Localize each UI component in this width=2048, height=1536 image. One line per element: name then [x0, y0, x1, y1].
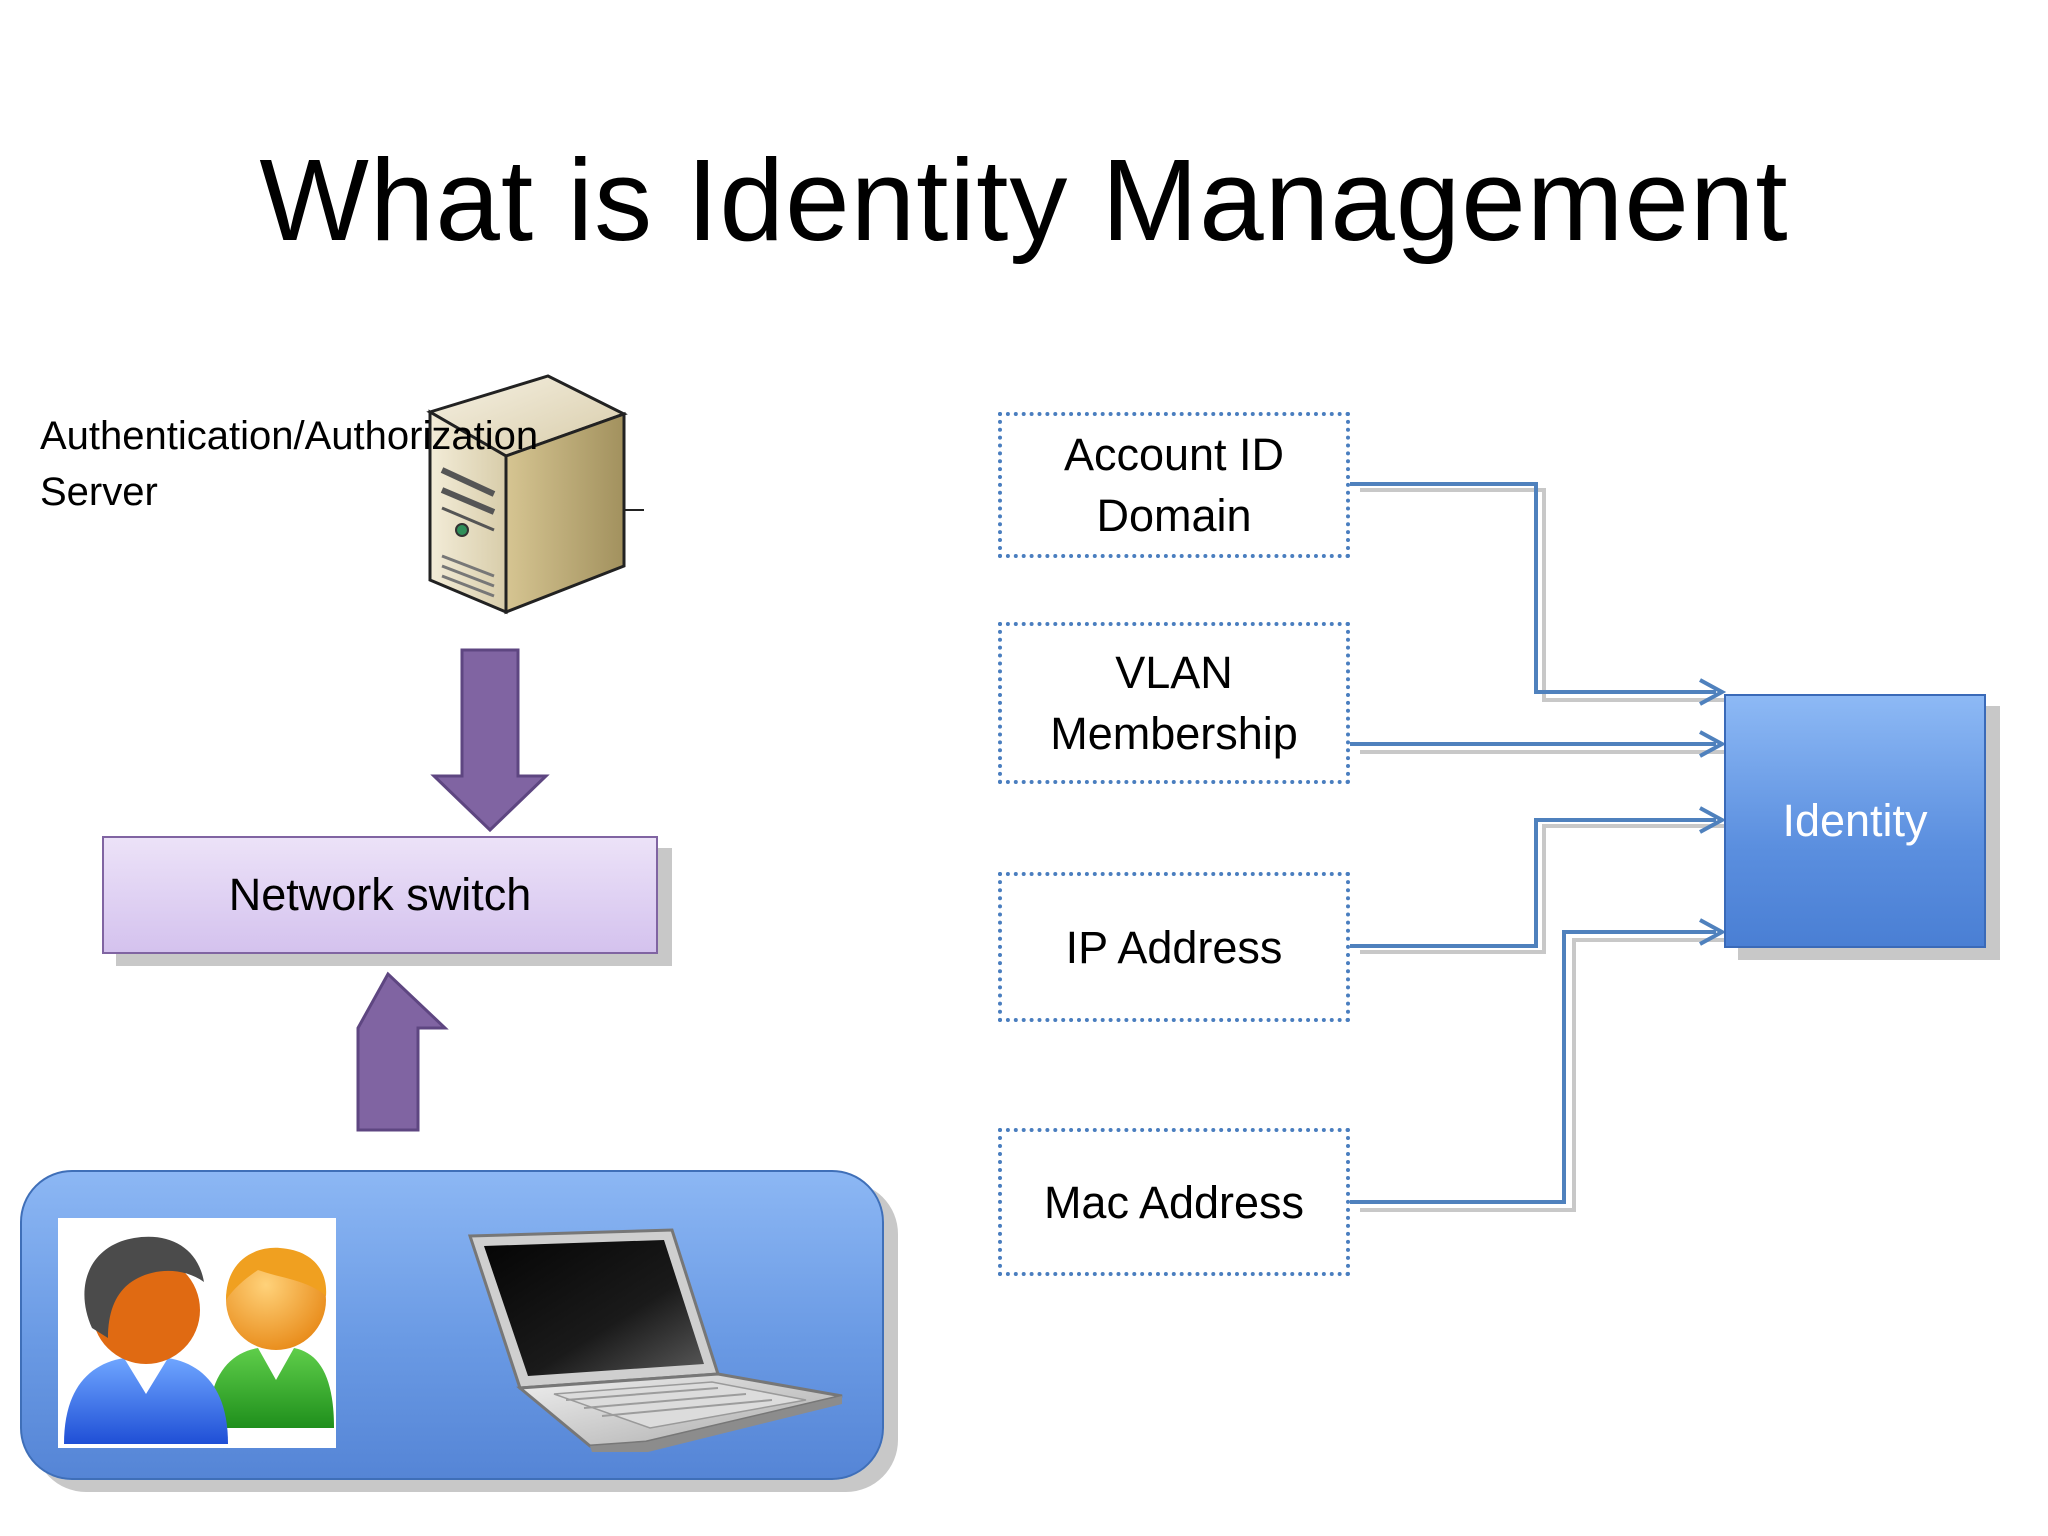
- network-switch-label: Network switch: [228, 869, 532, 920]
- network-switch-box: Network switch: [102, 836, 658, 954]
- attribute-box-mac-address: Mac Address: [998, 1128, 1350, 1276]
- slide-title: What is Identity Management: [259, 135, 1789, 265]
- users-tile: [58, 1218, 336, 1448]
- attribute-box-vlan: VLAN Membership: [998, 622, 1350, 784]
- attribute-box-ip-address: IP Address: [998, 872, 1350, 1022]
- identity-label: Identity: [1782, 795, 1928, 846]
- server-label: Authentication/Authorization Server: [40, 414, 539, 514]
- attribute-label: IP Address: [1065, 921, 1283, 973]
- identity-box: Identity: [1724, 694, 1986, 948]
- two-users-icon: [64, 1236, 334, 1444]
- attribute-box-account-id: Account ID Domain: [998, 412, 1350, 558]
- attribute-label: VLAN Membership: [1050, 647, 1298, 759]
- attribute-label: Account ID Domain: [1063, 429, 1285, 541]
- attribute-label: Mac Address: [1043, 1176, 1305, 1228]
